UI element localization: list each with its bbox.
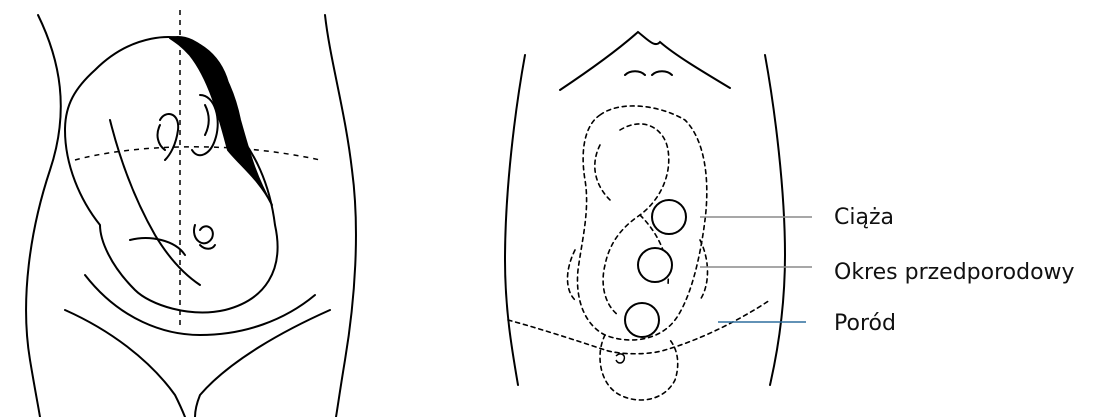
torso-left-outline	[505, 55, 525, 385]
label-pregnancy: Ciąża	[834, 207, 894, 229]
lower-dashed-curve	[600, 335, 678, 400]
label-labor: Poród	[834, 313, 896, 335]
listening-point-prenatal	[638, 248, 672, 282]
listening-point-labor	[625, 303, 659, 337]
label-prenatal: Okres przedporodowy	[834, 262, 1075, 284]
torso-right-outline	[765, 55, 785, 385]
chest-outline	[560, 32, 730, 90]
listening-point-pregnancy	[652, 200, 686, 234]
